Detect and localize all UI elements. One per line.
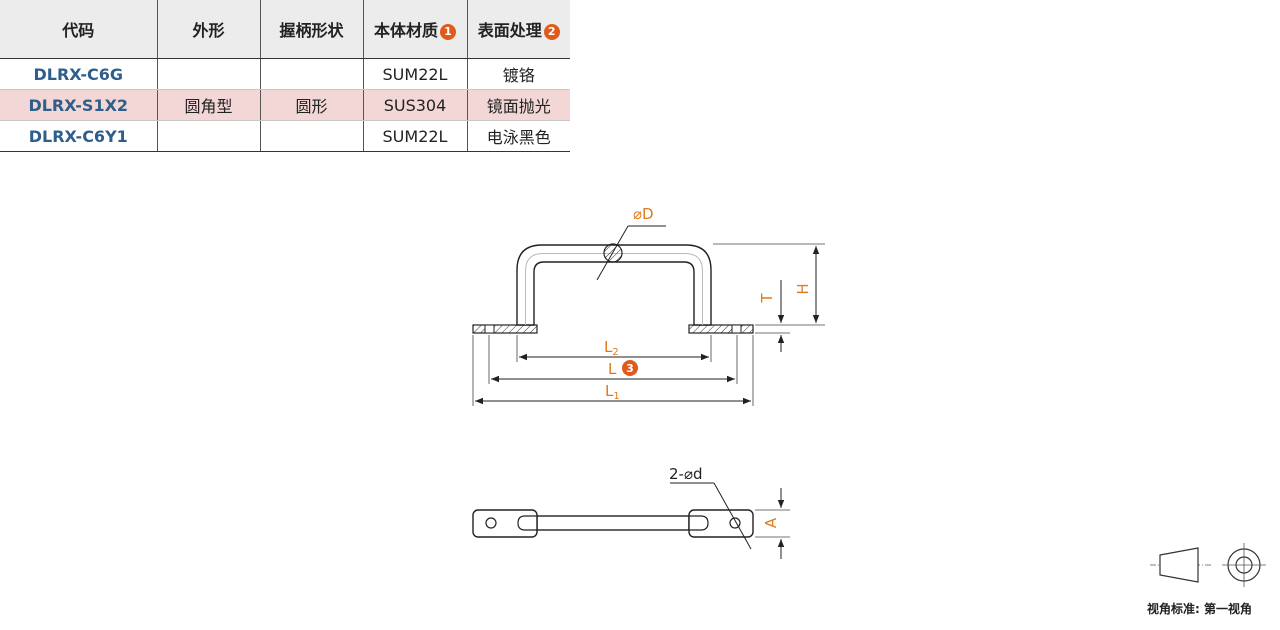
diameter-leader [596, 225, 629, 281]
hole-label: 2-⌀d [669, 465, 703, 483]
diameter-label: ⌀D [633, 205, 654, 223]
grip-cell-empty [260, 120, 364, 152]
l2-label-main: L [604, 338, 613, 356]
material-cell: SUM22L [363, 120, 468, 152]
handle-centerline [525, 253, 703, 325]
header-shape: 外形 [157, 0, 261, 59]
right-slot [689, 515, 709, 531]
header-surface-label: 表面处理 [477, 21, 542, 40]
header-grip-label: 握柄形状 [279, 21, 344, 40]
l1-label-main: L [605, 382, 614, 400]
shape-cell-empty [157, 120, 261, 152]
a-label: A [762, 517, 780, 528]
surface-cell: 电泳黑色 [467, 120, 570, 152]
grip-cell: 圆形 [260, 89, 364, 121]
front-view: ⌀D H T L2 L 3 L1 [472, 205, 825, 406]
header-code: 代码 [0, 0, 158, 59]
header-code-label: 代码 [62, 21, 95, 40]
code-cell: DLRX-C6G [0, 58, 158, 90]
hole-leader [713, 482, 752, 550]
surface-cell: 镀铬 [467, 58, 570, 90]
table-row: DLRX-S1X2 圆角型 圆形 SUS304 镜面抛光 [0, 89, 570, 121]
t-label: T [758, 293, 776, 304]
note-3-badge-circle [622, 360, 638, 376]
projection-standard-label: 视角标准: 第一视角 [1147, 602, 1252, 616]
table-row: DLRX-C6Y1 SUM22L 电泳黑色 [0, 120, 570, 152]
left-mount-hole [485, 517, 497, 529]
note-2-badge: 2 [543, 24, 560, 40]
l2-label: L2 [604, 338, 619, 358]
l-label: L [608, 360, 617, 378]
left-slot [517, 515, 537, 531]
l2-label-subscript: 2 [612, 347, 618, 358]
shape-cell-empty [157, 58, 261, 90]
code-cell: DLRX-S1X2 [0, 89, 158, 121]
material-cell: SUS304 [363, 89, 468, 121]
l1-label-subscript: 1 [613, 391, 619, 402]
truncated-cone-icon [1159, 547, 1199, 583]
header-material-label: 本体材质 [373, 21, 438, 40]
shape-cell: 圆角型 [157, 89, 261, 121]
right-base-plate [688, 324, 754, 334]
top-view-left-plate [472, 509, 538, 538]
left-base-plate [472, 324, 538, 334]
note-1-badge: 1 [440, 24, 456, 40]
top-view: 2-⌀d A [472, 465, 790, 559]
h-label: H [794, 283, 812, 294]
material-cell: SUM22L [363, 58, 468, 90]
code-cell: DLRX-C6Y1 [0, 120, 158, 152]
table-row: DLRX-C6G SUM22L 镀铬 [0, 58, 570, 90]
l1-label: L1 [605, 382, 620, 402]
header-grip-shape: 握柄形状 [260, 0, 364, 59]
header-shape-label: 外形 [192, 21, 225, 40]
grip-cell-empty [260, 58, 364, 90]
note-3-badge: 3 [626, 362, 634, 375]
right-hole-section [731, 324, 742, 334]
left-hole-section [484, 324, 495, 334]
top-view-grip [536, 515, 690, 531]
first-angle-projection-symbol [1150, 543, 1266, 587]
top-view-right-plate [688, 509, 754, 538]
surface-cell: 镜面抛光 [467, 89, 570, 121]
